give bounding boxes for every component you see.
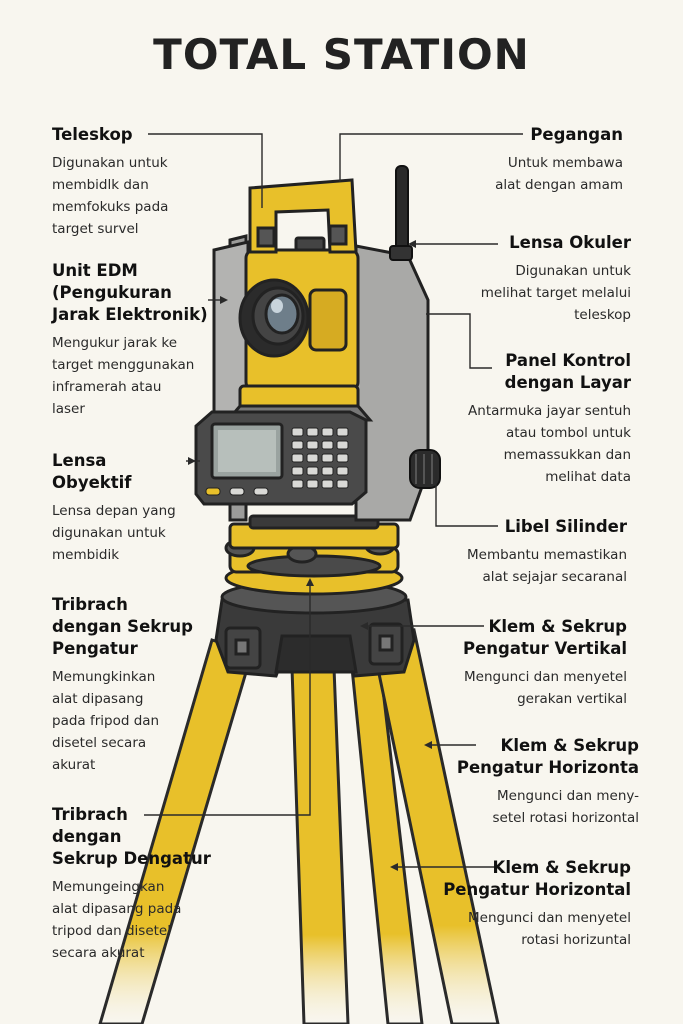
label-tribrach-1: Tribrach dengan Sekrup Pengatur Memungki…	[52, 594, 193, 776]
keypad-key	[321, 466, 334, 476]
label-klem-vertikal: Klem & Sekrup Pengatur Vertikal Mengunci…	[463, 616, 627, 710]
label-tribrach-2-desc: Memungeingkan alat dipasang pada tripod …	[52, 879, 182, 961]
leader-arrows	[188, 240, 432, 871]
label-unit-edm-desc: Mengukur jarak ke target menggunakan inf…	[52, 335, 195, 417]
label-libel-silinder-desc: Membantu memastikan alat sejajar secaran…	[466, 547, 627, 585]
keypad-key	[291, 479, 304, 489]
keypad-key	[291, 427, 304, 437]
tribrach	[224, 514, 404, 596]
label-libel-silinder-title: Libel Silinder	[504, 517, 627, 536]
keypad-key	[321, 453, 334, 463]
label-unit-edm: Unit EDM (Pengukuran Jarak Elektronik) M…	[52, 260, 208, 420]
keypad	[205, 427, 349, 496]
label-panel-kontrol-title: Panel Kontrol dengan Layar	[504, 351, 631, 392]
side-knob	[409, 449, 441, 489]
label-teleskop-desc: Digunakan untuk membidlk dan memfokuks p…	[52, 155, 169, 237]
label-panel-kontrol-desc: Antarmuka jayar sentuh atau tombol untuk…	[468, 403, 631, 485]
label-klem-horizonta: Klem & Sekrup Pengatur Horizonta Mengunc…	[457, 735, 639, 829]
label-panel-kontrol: Panel Kontrol dengan Layar Antarmuka jay…	[468, 350, 631, 488]
label-pegangan-desc: Untuk membawa alat dengan amam	[495, 155, 623, 193]
objective-lens	[264, 293, 300, 335]
label-tribrach-1-title: Tribrach dengan Sekrup Pengatur	[52, 595, 193, 658]
label-lensa-okuler: Lensa Okuler Digunakan untuk melihat tar…	[481, 232, 631, 326]
label-lensa-obyektif-title: Lensa Obyektif	[52, 451, 132, 492]
keypad-key	[336, 479, 349, 489]
label-klem-horizontal-title: Klem & Sekrup Pengatur Horizontal	[443, 858, 631, 899]
label-libel-silinder: Libel Silinder Membantu memastikan alat …	[467, 516, 627, 588]
keypad-key	[336, 427, 349, 437]
telescope	[238, 278, 348, 358]
label-klem-horizonta-title: Klem & Sekrup Pengatur Horizonta	[456, 736, 639, 777]
antenna	[389, 165, 413, 261]
keypad-key	[336, 466, 349, 476]
label-tribrach-2: Tribrach dengan Sekrup Dengatur Memungei…	[52, 804, 211, 964]
label-unit-edm-title: Unit EDM (Pengukuran Jarak Elektronik)	[52, 261, 208, 324]
function-key	[253, 487, 269, 496]
label-tribrach-2-title: Tribrach dengan Sekrup Dengatur	[52, 805, 211, 868]
tripod-leg-center	[290, 666, 350, 1024]
label-klem-horizontal: Klem & Sekrup Pengatur Horizontal Mengun…	[443, 857, 631, 951]
label-klem-horizonta-desc: Mengunci dan meny- setel rotasi horizont…	[492, 788, 639, 826]
label-lensa-obyektif-desc: Lensa depan yang digunakan untuk membidi…	[52, 503, 176, 563]
label-tribrach-1-desc: Memungkinkan alat dipasang pada fripod d…	[52, 669, 160, 773]
label-lensa-okuler-desc: Digunakan untuk melihat target melalui t…	[480, 263, 631, 323]
keypad-key	[321, 427, 334, 437]
function-key	[205, 487, 221, 496]
keypad-key	[306, 453, 319, 463]
keypad-key	[291, 440, 304, 450]
label-pegangan-title: Pegangan	[530, 125, 623, 144]
label-klem-vertikal-desc: Mengunci dan menyetel gerakan vertikal	[463, 669, 627, 707]
keypad-key	[291, 466, 304, 476]
handle	[248, 178, 358, 254]
keypad-key	[321, 440, 334, 450]
keypad-key	[306, 440, 319, 450]
label-pegangan: Pegangan Untuk membawa alat dengan amam	[495, 124, 623, 196]
keypad-key	[336, 453, 349, 463]
label-klem-horizontal-desc: Mengunci dan menyetel rotasi horizuntal	[467, 910, 631, 948]
keypad-key	[336, 440, 349, 450]
label-lensa-okuler-title: Lensa Okuler	[509, 233, 631, 252]
label-klem-vertikal-title: Klem & Sekrup Pengatur Vertikal	[463, 617, 627, 658]
leader-lines	[144, 133, 523, 868]
tripod	[98, 628, 500, 1024]
keypad-key	[291, 453, 304, 463]
page-title: TOTAL STATION	[153, 30, 530, 79]
label-teleskop-title: Teleskop	[52, 125, 133, 144]
keypad-key	[321, 479, 334, 489]
keypad-key	[306, 427, 319, 437]
label-lensa-obyektif: Lensa Obyektif Lensa depan yang digunaka…	[52, 450, 176, 566]
keypad-key	[306, 479, 319, 489]
keypad-key	[306, 466, 319, 476]
function-key	[229, 487, 245, 496]
label-teleskop: Teleskop Digunakan untuk membidlk dan me…	[52, 124, 168, 240]
